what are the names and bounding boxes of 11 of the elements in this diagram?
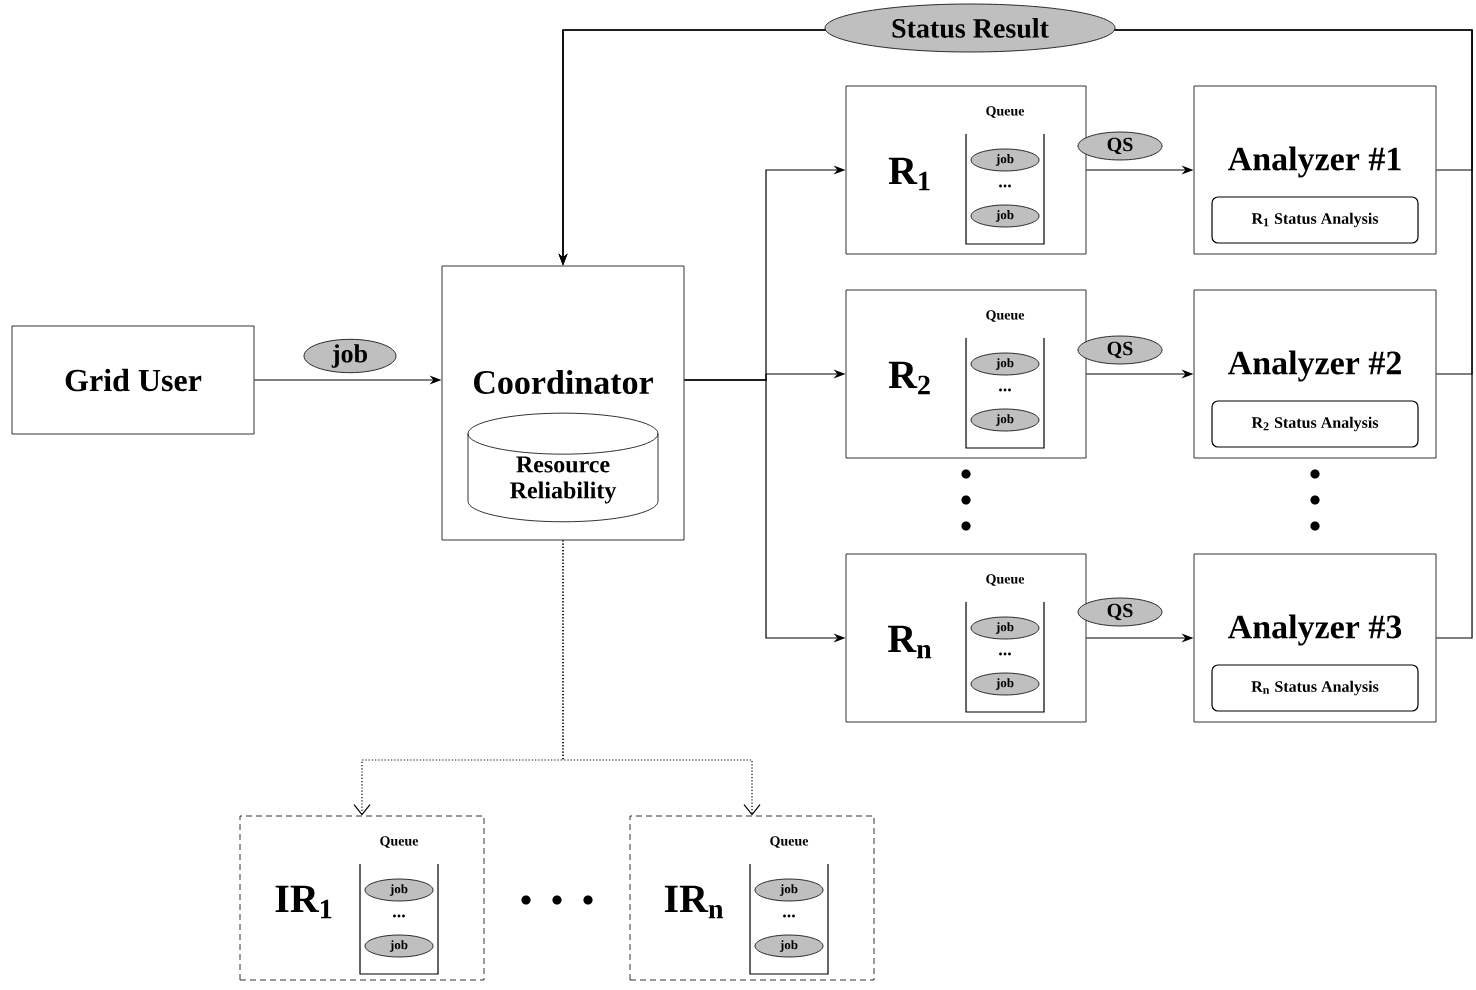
edge-label: QS: [1077, 597, 1163, 627]
process-box: Grid User: [11, 325, 255, 435]
edge-label: job: [303, 338, 397, 374]
analysis-box: R$_{n}$ Status Analysis: [1211, 664, 1419, 712]
analysis-box: R$_{1}$ Status Analysis: [1211, 196, 1419, 244]
arrow: [562, 539, 761, 816]
edge-label: QS: [1077, 131, 1163, 161]
analysis-box: R$_{2}$ Status Analysis: [1211, 400, 1419, 448]
edge-label: Status Result: [824, 3, 1116, 53]
database-cylinder: Resource Reliability: [467, 412, 659, 523]
edge-label: QS: [1077, 335, 1163, 365]
